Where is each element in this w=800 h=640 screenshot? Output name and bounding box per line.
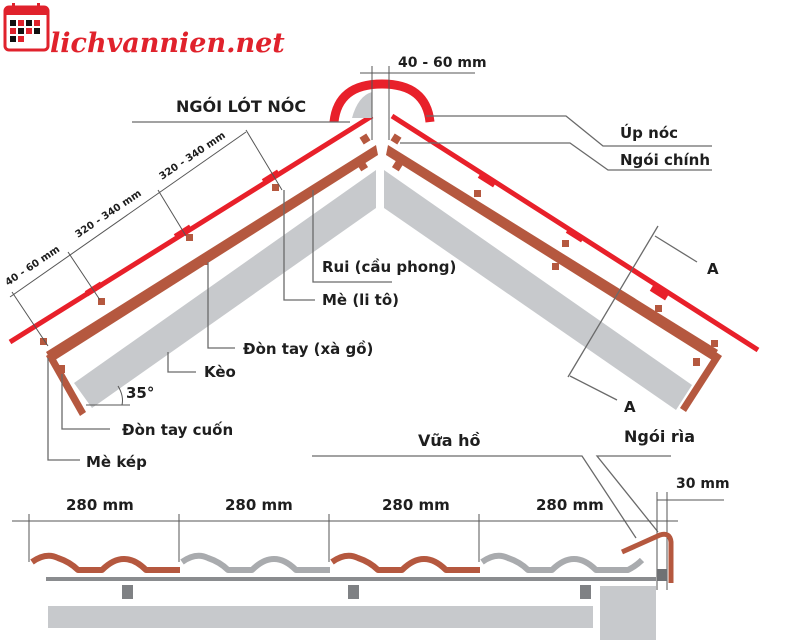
ridge-dimension <box>360 66 475 140</box>
eave-board-left <box>46 352 86 416</box>
tile-width-4: 280 mm <box>536 496 604 514</box>
tile-profiles <box>30 552 645 573</box>
section-fascia <box>600 586 656 640</box>
angle-arc <box>117 385 123 406</box>
rafter-right <box>386 145 718 360</box>
purlin-label: Đòn tay (xà gồ) <box>243 339 373 358</box>
eave-purlin-leader <box>61 374 110 430</box>
double-batten-leader <box>47 358 80 461</box>
edge-gap-label: 30 mm <box>676 476 730 492</box>
main-tile-label: Ngói chính <box>620 151 710 169</box>
eave-purlin-label: Đòn tay cuốn <box>122 420 233 439</box>
ridge-cap-leader <box>426 115 712 147</box>
ridge-cap <box>329 79 435 123</box>
edge-gap-dimension <box>656 492 724 590</box>
section-rafter <box>48 606 593 628</box>
tile-section: Vữa hồ Ngói rìa 30 mm 280 mm 280 mm 280 … <box>12 427 730 640</box>
slope-dim-2: 320 - 340 mm <box>74 188 144 240</box>
logo-text: lichvannien.net <box>50 28 285 59</box>
mortar-leader <box>312 455 637 539</box>
section-battens <box>122 569 667 599</box>
main-tile-leader <box>400 142 712 171</box>
batten-label: Mè (li tô) <box>322 291 399 309</box>
slope-dimension <box>9 129 283 347</box>
tile-width-3: 280 mm <box>382 496 450 514</box>
rafter-label: Rui (cầu phong) <box>322 258 456 276</box>
rafter-leader <box>312 190 392 283</box>
tile-overlaps <box>84 169 669 301</box>
edge-tile-leader <box>595 455 671 533</box>
roof-cross-section: 40 - 60 mm NGÓI LÓT NÓC 40 - 60 mm 320 -… <box>4 55 760 471</box>
truss-right <box>384 170 692 410</box>
logo[interactable]: lichvannien.net <box>3 3 285 59</box>
ridge-lining <box>352 92 372 118</box>
section-a-bottom-label: A <box>624 398 636 416</box>
ridge-gap-label: 40 - 60 mm <box>398 55 487 71</box>
rafter-left <box>46 145 378 362</box>
eave-board-right <box>680 352 722 412</box>
mortar-label: Vữa hồ <box>418 431 481 450</box>
tile-batten-line <box>46 577 656 581</box>
truss-label: Kèo <box>204 363 236 381</box>
tile-width-2: 280 mm <box>225 496 293 514</box>
tile-width-1: 280 mm <box>66 496 134 514</box>
purlin-leader <box>207 262 235 349</box>
truss-left <box>74 170 376 408</box>
ridge-cap-label: Úp nóc <box>620 123 678 142</box>
battens <box>40 133 718 373</box>
edge-tile <box>620 531 674 583</box>
truss-leader <box>167 352 196 373</box>
batten-leader <box>283 190 315 301</box>
edge-tile-label: Ngói rìa <box>624 427 695 446</box>
calendar-icon <box>3 3 50 52</box>
angle-label: 35° <box>126 384 154 402</box>
section-a-top-label: A <box>707 260 719 278</box>
slope-dim-3: 320 - 340 mm <box>158 130 228 182</box>
tile-width-ticks <box>28 514 480 562</box>
ridge-lining-label: NGÓI LÓT NÓC <box>176 97 306 116</box>
section-a-line <box>567 225 698 401</box>
double-batten-label: Mè kép <box>86 453 147 471</box>
